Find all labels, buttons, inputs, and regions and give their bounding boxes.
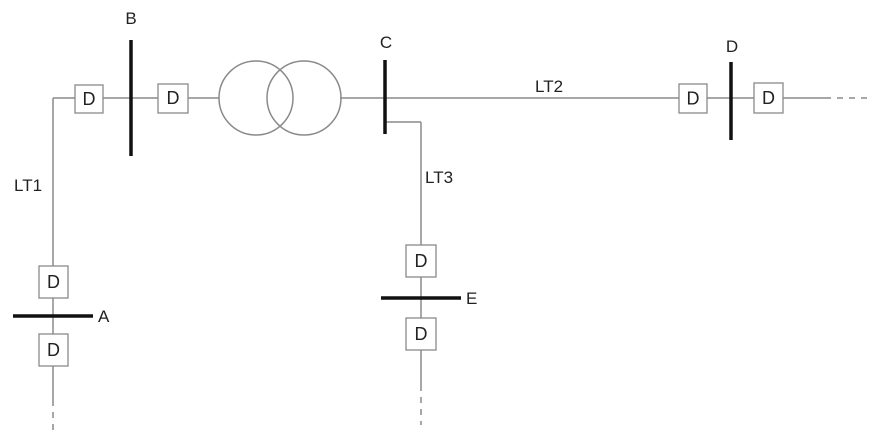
device-label: D <box>687 89 700 109</box>
bus-d-label: D <box>726 37 738 56</box>
device-label: D <box>47 340 60 360</box>
device-box-bus-a-upper: D <box>38 265 69 299</box>
device-box-bus-b-right: D <box>157 83 189 114</box>
device-label: D <box>83 89 96 109</box>
conductors <box>52 97 872 436</box>
busbars <box>13 40 733 318</box>
line-lt3-label: LT3 <box>425 168 453 187</box>
bus-b-label: B <box>125 9 136 28</box>
device-box-bus-d-right: D <box>753 82 784 114</box>
devices: D D D D D D D D <box>38 82 784 367</box>
device-label: D <box>167 88 180 108</box>
bus-e-label: E <box>466 289 477 308</box>
device-label: D <box>762 88 775 108</box>
device-label: D <box>415 251 428 271</box>
bus-c-label: C <box>380 33 392 52</box>
two-winding-transformer-icon <box>218 60 342 136</box>
device-label: D <box>415 324 428 344</box>
transformer-primary-winding <box>218 60 294 136</box>
device-box-bus-a-lower: D <box>38 333 69 367</box>
transformer-secondary-winding <box>266 60 342 136</box>
device-box-bus-e-upper: D <box>405 244 437 278</box>
line-lt1-label: LT1 <box>14 176 42 195</box>
device-box-bus-d-left: D <box>678 83 708 114</box>
line-lt2-label: LT2 <box>535 77 563 96</box>
bus-a-label: A <box>98 307 110 326</box>
device-box-lt1-top: D <box>74 84 104 114</box>
device-label: D <box>47 272 60 292</box>
device-box-bus-e-lower: D <box>405 317 437 351</box>
labels: B C D A E LT1 LT2 LT3 <box>14 9 738 326</box>
